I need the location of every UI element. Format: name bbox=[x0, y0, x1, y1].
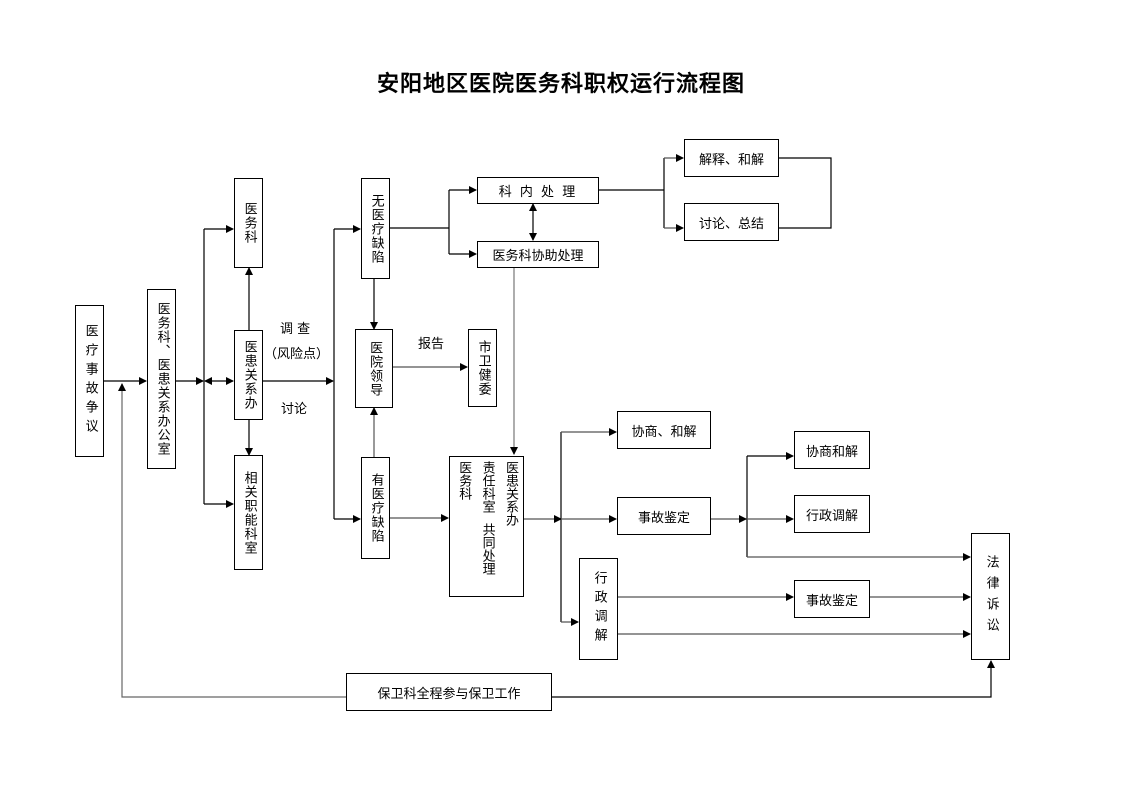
node-dispute: 医疗事故争议 bbox=[75, 305, 104, 457]
node-assisted-handling: 医务科协助处理 bbox=[477, 241, 599, 268]
edge-security-litigation bbox=[551, 660, 995, 698]
node-joint-col2b: 共同处理 bbox=[479, 523, 495, 575]
node-joint-handling: 医患关系办 责任科室 共同处理 医务科 bbox=[449, 456, 524, 597]
node-negotiate2-label: 协商和解 bbox=[805, 444, 858, 460]
page-title: 安阳地区医院医务科职权运行流程图 bbox=[376, 71, 745, 97]
node-no-defect: 无医疗缺陷 bbox=[361, 178, 390, 279]
node-related-depts-label: 相关职能科室 bbox=[241, 470, 257, 555]
node-security-label: 保卫科全程参与保卫工作 bbox=[377, 686, 521, 702]
node-relations-office: 医患关系办 bbox=[234, 330, 263, 420]
node-security: 保卫科全程参与保卫工作 bbox=[346, 673, 552, 711]
node-explain-reconcile-label: 解释、和解 bbox=[698, 152, 764, 168]
node-admin-mediation2-label: 行政调解 bbox=[805, 508, 858, 524]
node-relations-office-label: 医患关系办 bbox=[241, 340, 257, 410]
edge-label-risk-point: （风险点） bbox=[264, 347, 330, 362]
node-assisted-handling-label: 医务科协助处理 bbox=[492, 249, 584, 264]
node-no-defect-label: 无医疗缺陷 bbox=[368, 193, 384, 264]
node-office: 医务科、医患关系办公室 bbox=[147, 289, 176, 469]
edge-label-report: 报告 bbox=[418, 337, 445, 352]
node-dispute-label: 医疗事故争议 bbox=[82, 324, 98, 438]
node-city-health-label: 市卫健委 bbox=[475, 340, 491, 396]
node-negotiate2: 协商和解 bbox=[794, 431, 870, 469]
edge-explain-discuss-link bbox=[779, 157, 832, 229]
node-medical-dept: 医务科 bbox=[234, 178, 263, 268]
node-appraisal2: 事故鉴定 bbox=[794, 580, 870, 618]
edge-security-loop bbox=[118, 383, 346, 698]
node-admin-mediation-v: 行政调解 bbox=[579, 558, 618, 660]
node-admin-mediation-v-label: 行政调解 bbox=[591, 571, 607, 647]
edge-label-discuss: 讨论 bbox=[281, 402, 308, 417]
node-related-depts: 相关职能科室 bbox=[234, 455, 263, 570]
node-litigation: 法律诉讼 bbox=[971, 533, 1010, 660]
node-has-defect-label: 有医疗缺陷 bbox=[368, 473, 384, 543]
node-internal-handling: 科 内 处 理 bbox=[477, 177, 599, 204]
node-hospital-leaders: 医院领导 bbox=[355, 329, 393, 408]
node-appraisal1-label: 事故鉴定 bbox=[637, 510, 690, 526]
node-joint-col2a: 责任科室 bbox=[479, 461, 495, 513]
node-discuss-summary-label: 讨论、总结 bbox=[698, 216, 764, 232]
node-medical-dept-label: 医务科 bbox=[241, 202, 257, 244]
node-explain-reconcile: 解释、和解 bbox=[684, 139, 779, 177]
node-city-health: 市卫健委 bbox=[468, 329, 497, 407]
node-internal-handling-label: 科 内 处 理 bbox=[498, 185, 578, 200]
node-joint-col1: 医患关系办 bbox=[502, 461, 518, 526]
node-joint-col3: 医务科 bbox=[456, 461, 472, 500]
node-litigation-label: 法律诉讼 bbox=[983, 554, 999, 639]
node-negotiate1-label: 协商、和解 bbox=[631, 424, 697, 440]
node-has-defect: 有医疗缺陷 bbox=[361, 457, 390, 559]
node-hospital-leaders-label: 医院领导 bbox=[367, 340, 383, 397]
node-office-label: 医务科、医患关系办公室 bbox=[154, 302, 170, 456]
node-appraisal2-label: 事故鉴定 bbox=[805, 593, 858, 609]
node-appraisal1: 事故鉴定 bbox=[617, 497, 711, 535]
node-admin-mediation2: 行政调解 bbox=[794, 495, 870, 533]
node-negotiate1: 协商、和解 bbox=[617, 411, 711, 449]
edge-label-investigate: 调 查 bbox=[280, 322, 311, 337]
node-discuss-summary: 讨论、总结 bbox=[684, 203, 779, 241]
